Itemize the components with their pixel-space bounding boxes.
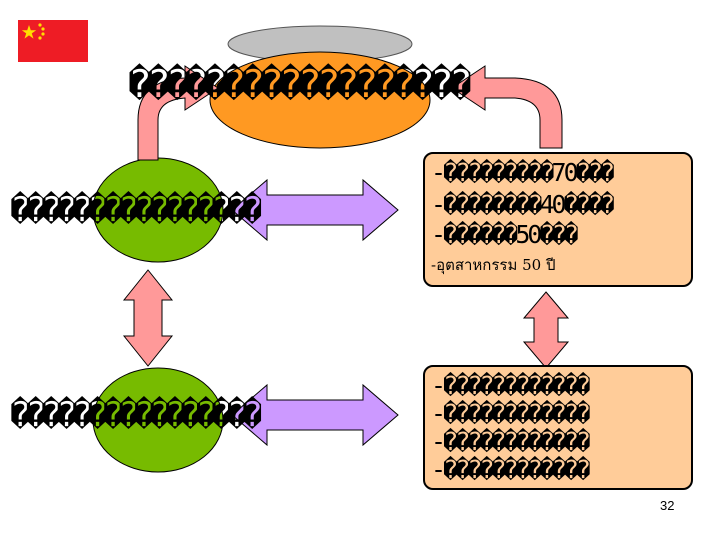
curved-arrow-left-up bbox=[137, 65, 219, 161]
flag-small-star-4 bbox=[38, 36, 42, 40]
flag-small-star-2 bbox=[41, 27, 45, 31]
top-box-line-4: -อุตสาหกรรม 50 ปี bbox=[431, 256, 556, 274]
bottom-info-box: -������������ -������������ -�����������… bbox=[423, 365, 693, 490]
china-flag-icon bbox=[18, 20, 88, 62]
bottom-box-line-2: -������������ bbox=[431, 399, 591, 428]
bottom-box-line-4: -������������ bbox=[431, 455, 591, 484]
bottom-box-line-1: -������������ bbox=[431, 371, 591, 400]
flag-big-star bbox=[21, 25, 37, 39]
left-top-label: ���������������� bbox=[10, 190, 263, 230]
bottom-box-line-3: -������������ bbox=[431, 427, 591, 456]
double-arrow-bottom bbox=[231, 383, 399, 447]
double-arrow-top bbox=[231, 178, 399, 242]
left-bottom-oval bbox=[92, 367, 224, 473]
flag-small-star-1 bbox=[38, 23, 42, 27]
left-bottom-label: ���������������� bbox=[10, 395, 263, 435]
page-number: 32 bbox=[660, 498, 675, 513]
double-arrow-right-vertical bbox=[522, 291, 570, 369]
curved-arrow-right-down bbox=[451, 65, 563, 149]
top-box-line-3: -������50��� bbox=[431, 220, 579, 249]
top-oval bbox=[209, 51, 431, 149]
diagram-title: ������������������ bbox=[128, 62, 472, 106]
top-box-line-2: -��������40���� bbox=[431, 190, 615, 219]
double-arrow-left-vertical bbox=[122, 269, 174, 367]
flag-small-star-3 bbox=[41, 32, 45, 36]
top-box-line-1: -���������70��� bbox=[431, 158, 615, 187]
top-info-box: -���������70��� -��������40���� -������5… bbox=[423, 152, 693, 287]
